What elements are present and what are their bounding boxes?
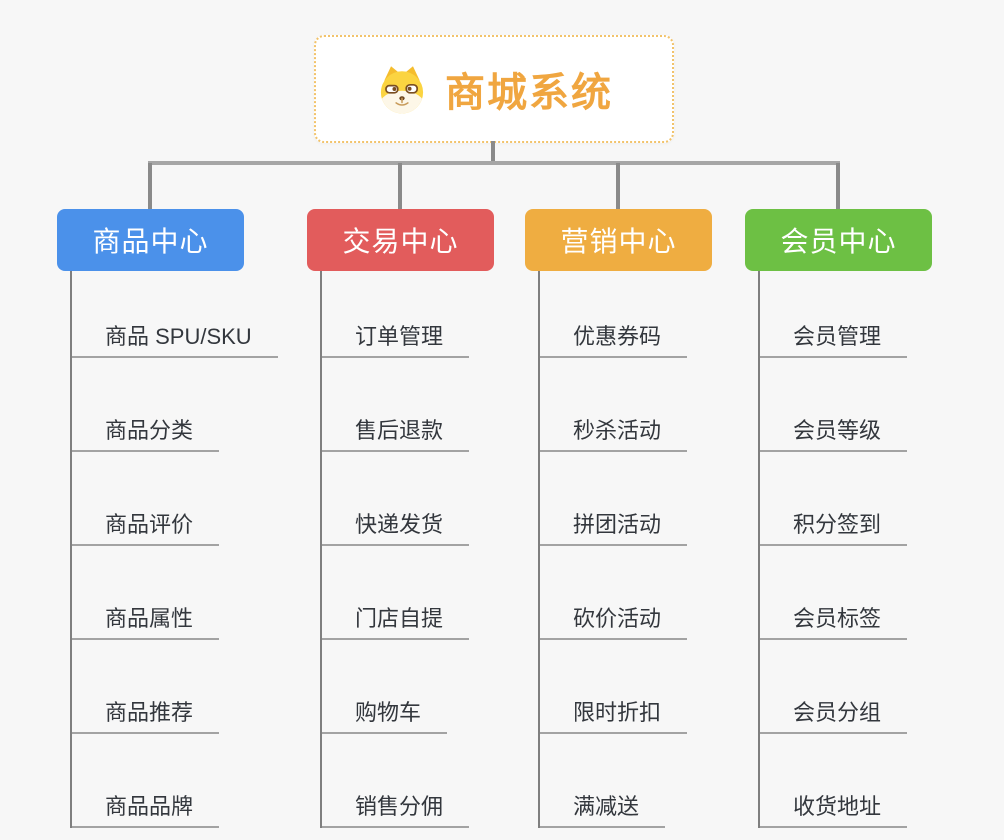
branch-marketing-center: 营销中心 优惠券码 秒杀活动 拼团活动 砍价活动 限时折扣 满减送 [525, 209, 712, 828]
shiba-dog-icon [380, 66, 424, 114]
subtopic-item[interactable]: 购物车 [322, 640, 448, 734]
connector-root-stub [491, 141, 495, 163]
subtopic-item[interactable]: 快递发货 [322, 452, 470, 546]
subtree-marketing-center: 优惠券码 秒杀活动 拼团活动 砍价活动 限时折扣 满减送 [538, 271, 688, 828]
subtopic-item[interactable]: 商品 SPU/SKU [72, 271, 278, 358]
subtopic-item[interactable]: 会员等级 [760, 358, 908, 452]
root-node-mall-system[interactable]: 商城系统 [314, 35, 674, 143]
subtopic-item[interactable]: 商品推荐 [72, 640, 220, 734]
subtopic-item[interactable]: 订单管理 [322, 271, 470, 358]
connector-stub-branch-1 [148, 163, 152, 209]
subtree-trade-center: 订单管理 售后退款 快递发货 门店自提 购物车 销售分佣 [320, 271, 470, 828]
subtopic-item[interactable]: 会员分组 [760, 640, 908, 734]
subtopic-item[interactable]: 砍价活动 [540, 546, 688, 640]
subtopic-item[interactable]: 商品评价 [72, 452, 220, 546]
branch-trade-center: 交易中心 订单管理 售后退款 快递发货 门店自提 购物车 销售分佣 [307, 209, 494, 828]
connector-bus [148, 161, 840, 165]
subtopic-item[interactable]: 商品属性 [72, 546, 220, 640]
branch-header-marketing-center[interactable]: 营销中心 [525, 209, 712, 271]
subtree-product-center: 商品 SPU/SKU 商品分类 商品评价 商品属性 商品推荐 商品品牌 [70, 271, 278, 828]
branch-header-product-center[interactable]: 商品中心 [57, 209, 244, 271]
subtopic-item[interactable]: 门店自提 [322, 546, 470, 640]
subtopic-item[interactable]: 收货地址 [760, 734, 908, 828]
subtree-member-center: 会员管理 会员等级 积分签到 会员标签 会员分组 收货地址 [758, 271, 908, 828]
subtopic-item[interactable]: 销售分佣 [322, 734, 470, 828]
subtopic-item[interactable]: 会员管理 [760, 271, 908, 358]
subtopic-item[interactable]: 秒杀活动 [540, 358, 688, 452]
connector-stub-branch-2 [398, 163, 402, 209]
branch-header-member-center[interactable]: 会员中心 [745, 209, 932, 271]
subtopic-item[interactable]: 拼团活动 [540, 452, 688, 546]
branch-member-center: 会员中心 会员管理 会员等级 积分签到 会员标签 会员分组 收货地址 [745, 209, 932, 828]
subtopic-item[interactable]: 会员标签 [760, 546, 908, 640]
branch-product-center: 商品中心 商品 SPU/SKU 商品分类 商品评价 商品属性 商品推荐 商品品牌 [57, 209, 278, 828]
subtopic-item[interactable]: 优惠券码 [540, 271, 688, 358]
connector-stub-branch-3 [616, 163, 620, 209]
subtopic-item[interactable]: 积分签到 [760, 452, 908, 546]
root-title: 商城系统 [445, 71, 613, 115]
subtopic-item[interactable]: 商品品牌 [72, 734, 220, 828]
subtopic-item[interactable]: 满减送 [540, 734, 666, 828]
connector-stub-branch-4 [836, 163, 840, 209]
branch-header-trade-center[interactable]: 交易中心 [307, 209, 494, 271]
subtopic-item[interactable]: 限时折扣 [540, 640, 688, 734]
subtopic-item[interactable]: 售后退款 [322, 358, 470, 452]
subtopic-item[interactable]: 商品分类 [72, 358, 220, 452]
